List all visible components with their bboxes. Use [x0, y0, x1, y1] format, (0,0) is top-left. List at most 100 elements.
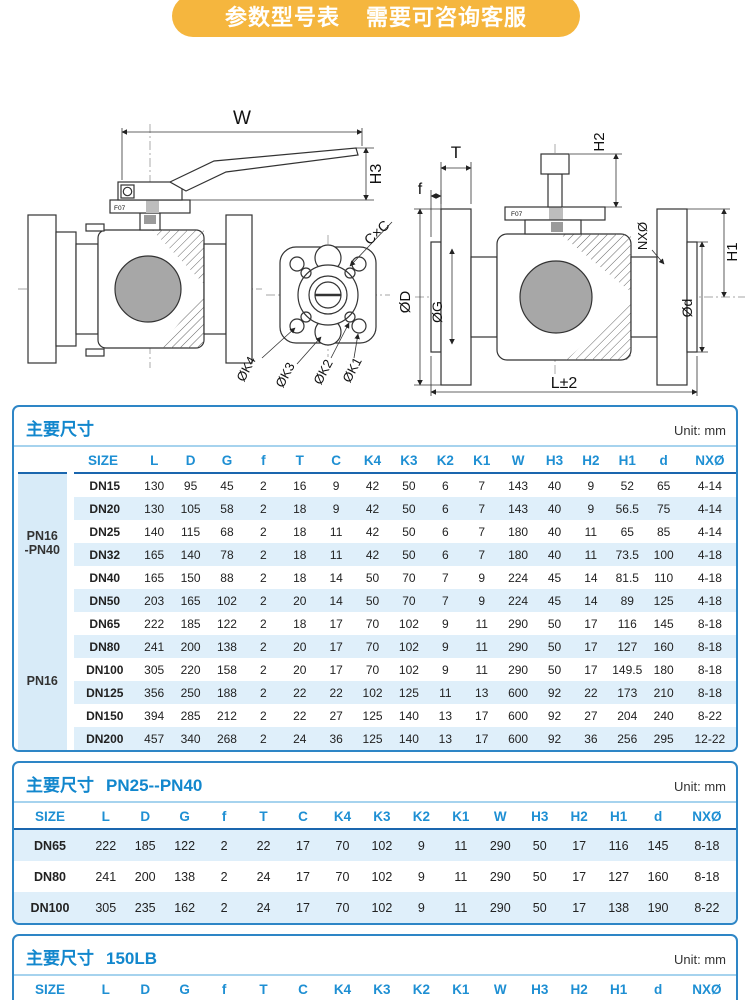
value-cell: 180	[499, 543, 537, 566]
value-cell: 85	[656, 524, 671, 539]
value-cell: 17	[329, 662, 343, 677]
dim-label-nx: NXØ	[635, 222, 650, 250]
value-cell: 8-18	[681, 635, 736, 658]
value-cell: 290	[480, 892, 520, 923]
value-cell: 11	[584, 524, 598, 539]
value-cell: 600	[499, 727, 537, 750]
value-cell: 89	[609, 589, 646, 612]
column-header: D	[172, 447, 209, 474]
value-cell: 2	[204, 892, 244, 923]
value-cell: 73.5	[609, 543, 646, 566]
column-header: H1	[609, 447, 646, 474]
column-header: W	[480, 803, 520, 830]
column-header: K4	[322, 803, 363, 830]
value-cell: 88	[220, 570, 234, 585]
value-cell: 65	[656, 478, 671, 493]
value-cell: 9	[317, 497, 355, 520]
value-cell: 2	[245, 727, 282, 750]
column-header: L	[136, 447, 173, 474]
value-cell: 165	[136, 543, 173, 566]
column-header: K2	[401, 976, 442, 1000]
value-cell: 36	[572, 727, 610, 750]
value-cell: 70	[390, 589, 428, 612]
value-cell: 68	[220, 524, 234, 539]
value-cell: 50	[532, 869, 547, 884]
dim-label-w: W	[233, 108, 251, 129]
value-cell: 17	[584, 662, 598, 677]
value-cell: 14	[572, 589, 610, 612]
dim-label-k2: ØK2	[310, 357, 335, 387]
value-cell: 285	[180, 708, 201, 723]
value-cell: 2	[220, 869, 228, 884]
value-cell: 8-18	[697, 662, 722, 677]
value-cell: 20	[293, 662, 307, 677]
value-cell: 13	[438, 708, 452, 723]
value-cell: 235	[125, 892, 165, 923]
value-cell: 4-18	[697, 570, 722, 585]
dim-label-k3: ØK3	[272, 360, 297, 390]
value-cell: 160	[645, 635, 682, 658]
value-cell: 122	[164, 829, 205, 861]
value-cell: 2	[204, 829, 244, 861]
value-cell: 224	[508, 570, 529, 585]
value-cell: 290	[508, 616, 529, 631]
value-cell: 222	[144, 616, 165, 631]
column-header: K2	[427, 447, 464, 474]
value-cell: 200	[172, 635, 209, 658]
value-cell: 125	[362, 708, 383, 723]
value-cell: 24	[243, 892, 284, 923]
value-cell: 9	[441, 662, 449, 677]
value-cell: 100	[645, 543, 682, 566]
value-cell: 162	[164, 892, 205, 923]
value-cell: 58	[208, 497, 246, 520]
group-label-line: PN16	[26, 529, 58, 543]
group-label-line: PN16	[26, 674, 58, 688]
value-cell: 222	[86, 829, 126, 861]
dim-label-k1: ØK1	[339, 355, 364, 385]
value-cell: 180	[508, 524, 529, 539]
banner-text-right: 需要可咨询客服	[366, 5, 528, 30]
table-unit: Unit: mm	[674, 952, 726, 967]
value-cell: 11	[317, 543, 355, 566]
value-cell: 212	[216, 708, 237, 723]
value-cell: 125	[390, 681, 428, 704]
value-cell: 13	[427, 727, 464, 750]
dim-label-h1: H1	[724, 242, 741, 261]
value-cell: 70	[365, 662, 380, 677]
value-cell: 102	[371, 869, 393, 884]
column-header: C	[283, 976, 323, 1000]
value-cell: 11	[572, 543, 610, 566]
value-cell: 145	[638, 829, 678, 861]
value-cell: 102	[362, 829, 402, 861]
dim-label-phiD: ØD	[397, 291, 414, 314]
value-cell: 50	[402, 478, 416, 493]
value-cell: 160	[647, 869, 669, 884]
table-title-row: 主要尺寸 PN25--PN40 Unit: mm	[14, 763, 736, 803]
value-cell: 11	[463, 635, 500, 658]
value-cell: 138	[174, 869, 196, 884]
value-cell: 22	[243, 829, 284, 861]
value-cell: 17	[329, 616, 343, 631]
column-header: f	[204, 803, 244, 830]
value-cell: 340	[172, 727, 209, 750]
value-cell: 102	[398, 662, 419, 677]
value-cell: 50	[536, 635, 573, 658]
value-cell: 220	[180, 662, 201, 677]
size-cell: DN65	[89, 616, 121, 631]
dim-label-t: T	[451, 143, 461, 162]
value-cell: 102	[398, 616, 419, 631]
size-cell: DN80	[34, 869, 66, 884]
column-header: SIZE	[14, 976, 87, 1000]
value-cell: 40	[536, 497, 573, 520]
column-header: K3	[362, 803, 402, 830]
value-cell: 110	[654, 570, 674, 585]
